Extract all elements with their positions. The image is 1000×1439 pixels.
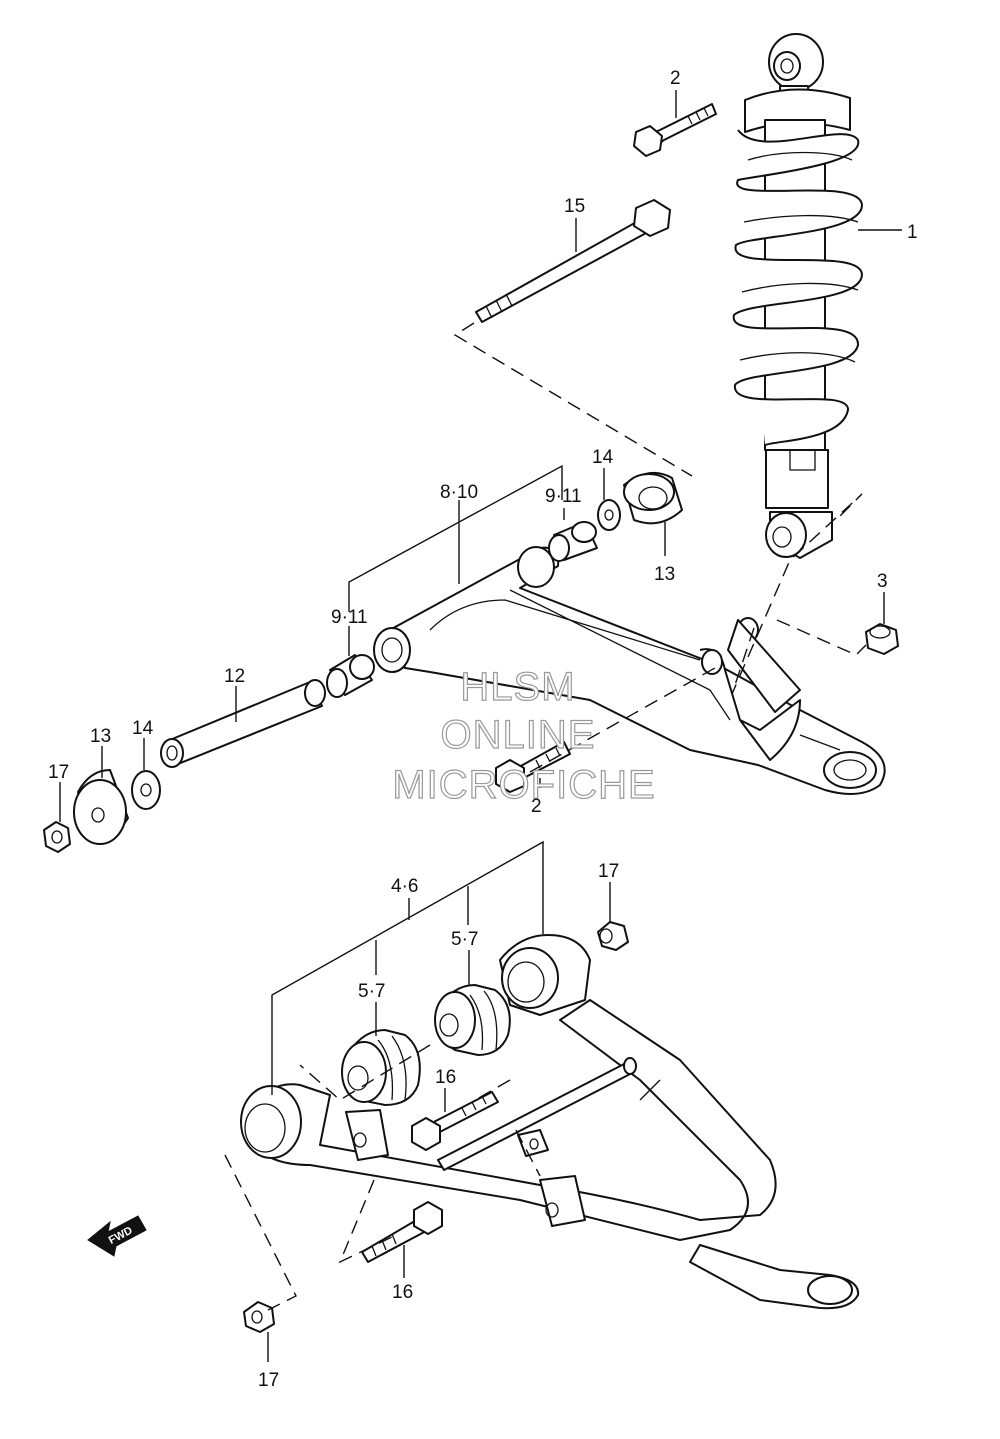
label-12: 12 bbox=[224, 666, 245, 687]
bushing-right[interactable] bbox=[434, 950, 511, 1056]
lower-arm[interactable] bbox=[240, 934, 860, 1310]
label-14-left: 14 bbox=[132, 718, 154, 739]
lower-arm-group-bracket bbox=[271, 840, 544, 1095]
label-17-lower-left: 17 bbox=[258, 1370, 279, 1391]
nut-lower-left[interactable] bbox=[243, 1301, 275, 1362]
cap-right[interactable] bbox=[623, 471, 683, 556]
label-13-left: 13 bbox=[90, 726, 111, 747]
cap-left[interactable] bbox=[73, 746, 129, 845]
label-5-7-right: 5·7 bbox=[451, 929, 478, 950]
label-17-upper: 17 bbox=[48, 762, 69, 783]
bolt-top[interactable] bbox=[633, 90, 717, 157]
bushing-left[interactable] bbox=[341, 1002, 421, 1106]
nut-shock[interactable] bbox=[865, 592, 899, 655]
watermark-line-1: HLSM bbox=[460, 665, 575, 709]
label-4-6: 4·6 bbox=[391, 876, 418, 897]
label-13-right: 13 bbox=[654, 564, 675, 585]
spacer-right[interactable] bbox=[548, 508, 598, 562]
washer-left[interactable] bbox=[131, 738, 161, 810]
label-9-11-left: 9·11 bbox=[331, 607, 368, 628]
bolt-lower-arm-top[interactable] bbox=[411, 1088, 499, 1151]
watermark: HLSM ONLINE MICROFICHE bbox=[392, 664, 656, 807]
bolt-lower-arm-bottom[interactable] bbox=[361, 1201, 443, 1278]
pipe[interactable] bbox=[160, 679, 326, 768]
alignment-lines-upper bbox=[453, 322, 867, 773]
callout-labels: 1 2 15 14 9·11 8·10 13 3 9·11 12 13 14 1… bbox=[48, 68, 918, 1391]
upper-arm-group-bracket bbox=[348, 464, 563, 612]
label-1: 1 bbox=[907, 222, 918, 243]
long-bolt[interactable] bbox=[475, 199, 671, 323]
label-16-bottom: 16 bbox=[392, 1282, 413, 1303]
label-5-7-left: 5·7 bbox=[358, 981, 385, 1002]
washer-right[interactable] bbox=[597, 468, 621, 531]
label-3: 3 bbox=[877, 571, 888, 592]
label-8-10: 8·10 bbox=[440, 482, 478, 503]
label-14-right: 14 bbox=[592, 447, 614, 468]
alignment-lines-lower bbox=[224, 1044, 541, 1311]
nut-upper[interactable] bbox=[43, 782, 71, 853]
label-17-lower-right: 17 bbox=[598, 861, 619, 882]
label-9-11-right: 9·11 bbox=[545, 486, 582, 507]
label-16-top: 16 bbox=[435, 1067, 456, 1088]
nut-lower-right[interactable] bbox=[597, 882, 629, 951]
spacer-left[interactable] bbox=[326, 626, 375, 698]
shock-absorber[interactable] bbox=[732, 33, 902, 559]
label-2-top: 2 bbox=[670, 68, 681, 89]
watermark-line-3: MICROFICHE bbox=[392, 763, 655, 807]
label-15: 15 bbox=[564, 196, 585, 217]
fwd-arrow-icon: FWD bbox=[87, 1215, 147, 1257]
label-2-lower: 2 bbox=[531, 796, 542, 817]
watermark-line-2: ONLINE bbox=[441, 713, 596, 757]
upper-arm[interactable] bbox=[373, 500, 886, 795]
bolt-lower[interactable] bbox=[495, 741, 571, 793]
